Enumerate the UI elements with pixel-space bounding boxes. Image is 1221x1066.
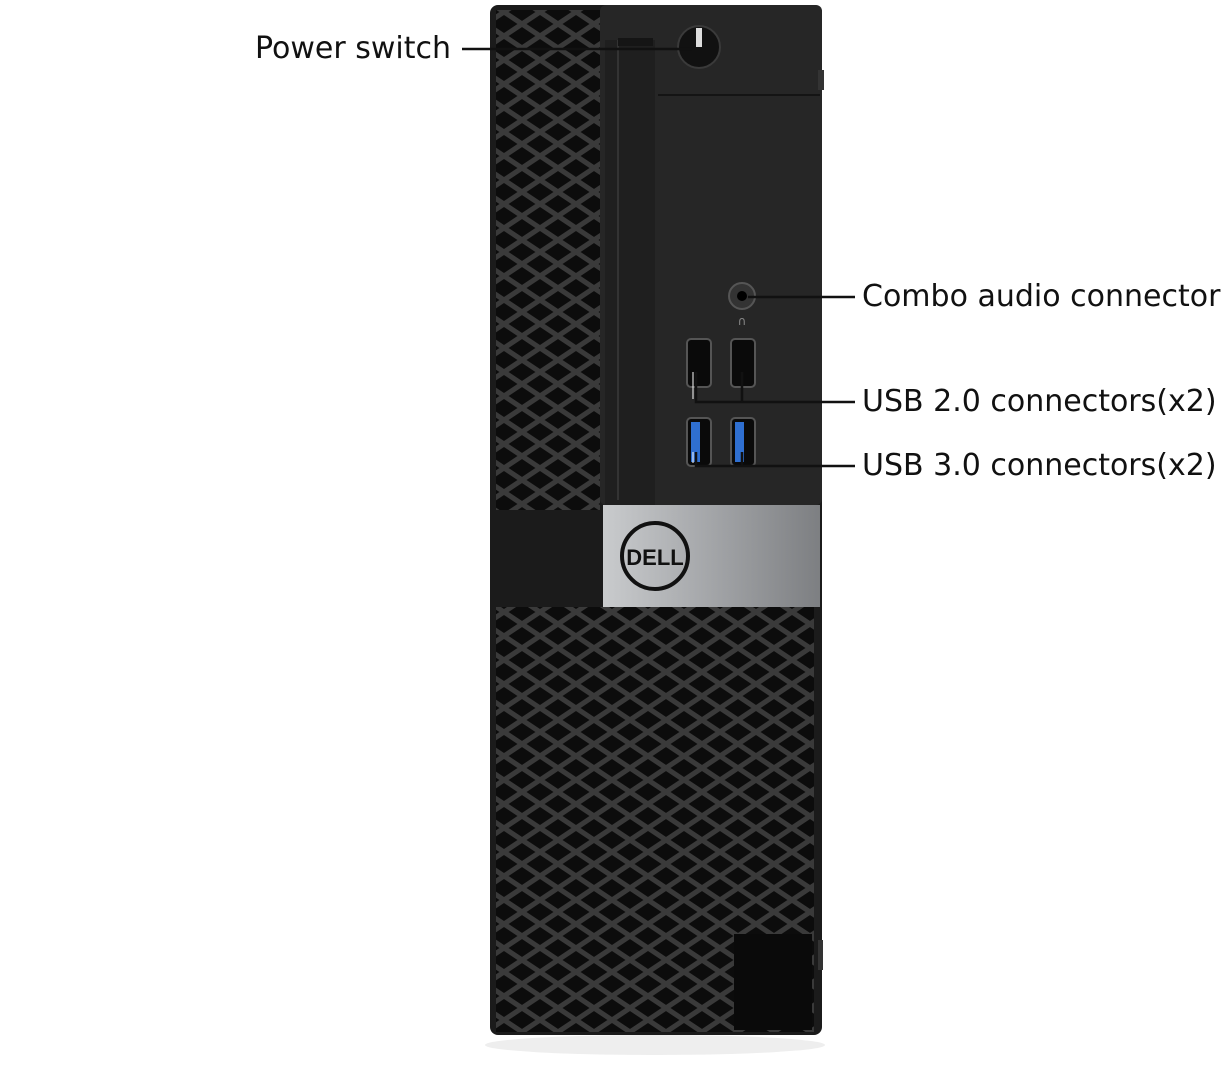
- optical-bay: [605, 40, 655, 505]
- power-button-icon[interactable]: [677, 25, 721, 69]
- tower-chassis: ∩ DELL: [490, 5, 824, 1035]
- usb3-label: USB 3.0 connectors(x2): [862, 448, 1217, 483]
- left-grille: [496, 10, 600, 510]
- svg-text:DELL: DELL: [626, 545, 683, 570]
- silver-band: [603, 505, 820, 607]
- audio-jack-icon[interactable]: ∩: [728, 282, 756, 328]
- badge-plate: [734, 934, 812, 1030]
- usb2-label: USB 2.0 connectors(x2): [862, 384, 1217, 419]
- floor-shadow: [485, 1035, 825, 1055]
- dell-logo: DELL: [620, 521, 690, 591]
- callout-lines: [462, 47, 855, 468]
- svg-text:∩: ∩: [738, 314, 747, 328]
- power-switch-label: Power switch: [255, 31, 452, 66]
- upper-front-panel: [600, 5, 822, 505]
- combo-audio-label: Combo audio connector: [862, 279, 1221, 314]
